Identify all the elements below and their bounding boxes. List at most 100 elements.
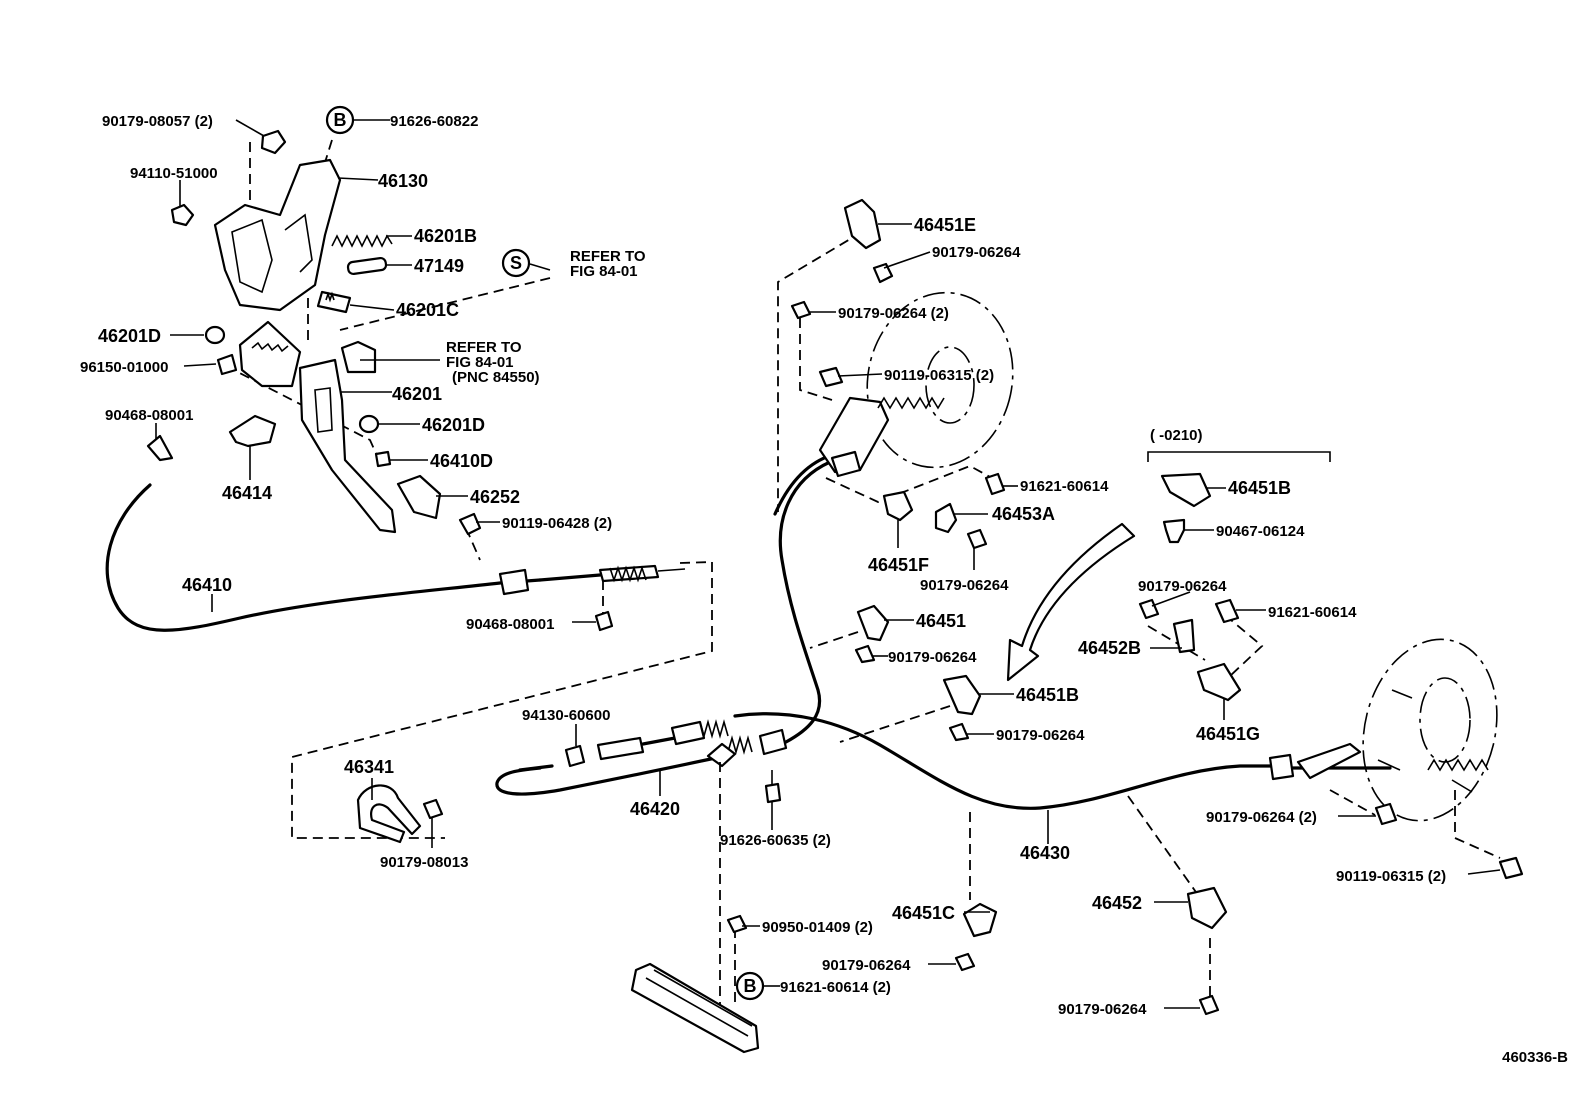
bracket-46451b-a	[942, 674, 982, 716]
cable-46420-sleeve	[596, 736, 645, 761]
cable-46410-rod	[657, 568, 686, 572]
label-46451f: 46451F	[868, 555, 929, 575]
floor-bracket	[630, 962, 760, 1054]
label-46201b: 46201B	[414, 226, 477, 246]
label-46201d-a: 46201D	[98, 326, 161, 346]
grip-46252	[396, 474, 442, 520]
cable-46420-ferrule	[706, 742, 737, 768]
dash-90119-right	[1454, 790, 1501, 859]
cable-46420-collar	[758, 728, 788, 756]
label-46420: 46420	[630, 799, 680, 819]
label-90119-06315-a: 90119-06315 (2)	[884, 367, 994, 384]
pin-46410d	[374, 450, 392, 468]
bolt-90119-06315-a	[818, 366, 844, 388]
label-90119-06315-b: 90119-06315 (2)	[1336, 868, 1446, 885]
dash-46451b	[839, 705, 951, 743]
part-labels: 90179-08057 (2) 91626-60822 94110-51000 …	[80, 113, 1568, 1066]
clip-90468-08001-b	[594, 610, 614, 632]
nut-90179-06264-g	[1374, 802, 1398, 826]
pin-46201c	[316, 290, 352, 314]
dash-46451e-up	[777, 231, 863, 512]
nut-90179-08013	[422, 798, 444, 820]
label-90179-06264-b: 90179-06264 (2)	[838, 305, 949, 322]
label-46452b: 46452B	[1078, 638, 1141, 658]
label-91626-60635: 91626-60635 (2)	[720, 832, 831, 849]
cable-equalizer	[498, 568, 530, 596]
label-91621-60614-a: 91621-60614	[1020, 478, 1109, 495]
label-refer-s-1: REFER TO	[570, 248, 646, 265]
nut-90179-06264-c	[966, 528, 988, 550]
clip-96150-01000	[216, 353, 238, 376]
circle-b-bottom-letter: B	[744, 976, 757, 996]
circle-b-top-letter: B	[334, 110, 347, 130]
label-91621-60614-b: 91621-60614	[1268, 604, 1357, 621]
bushing-46201d-a	[204, 325, 226, 345]
front-cable-end	[538, 573, 602, 582]
dash-46452	[1127, 795, 1199, 896]
screw-90467-06124	[1162, 518, 1186, 544]
backing-plate-upper-hub	[925, 346, 975, 424]
label-refer-s-2: FIG 84-01	[570, 263, 638, 280]
front-cable-46410	[105, 483, 542, 632]
circle-s-letter: S	[510, 253, 522, 273]
clip-90468-08001-a	[146, 434, 174, 462]
bracket-46452b	[1172, 618, 1196, 654]
spring-46201b	[331, 234, 393, 248]
dash-46341-top	[679, 561, 713, 564]
brake-backing-plates	[818, 291, 1498, 822]
label-90467-06124: 90467-06124	[1216, 523, 1305, 540]
dash-46452b-b	[1224, 614, 1264, 677]
label-46451g: 46451G	[1196, 724, 1260, 744]
pin-46201c-thread	[325, 291, 335, 303]
dash-90179-right	[1329, 789, 1376, 816]
upper-brake-lever	[818, 396, 890, 474]
bolt-91626-60635	[764, 782, 782, 804]
circle-callout-b-top: B	[325, 105, 355, 135]
view-arrow	[1006, 522, 1136, 682]
backing-plate-lower	[1362, 638, 1498, 822]
dash-46451	[809, 631, 859, 649]
nut-90179-06264-f	[948, 722, 970, 742]
label-46451e: 46451E	[914, 215, 976, 235]
nut-94110-51000	[170, 203, 195, 227]
label-90179-08057: 90179-08057 (2)	[102, 113, 213, 130]
label-refer-b-2: FIG 84-01	[446, 354, 514, 371]
bracket-46451b-b	[1160, 472, 1212, 508]
date-bracket	[1147, 451, 1331, 462]
floor-bracket-ribs	[645, 969, 753, 1037]
label-refer-b-3: (PNC 84550)	[452, 369, 540, 386]
label-46341: 46341	[344, 757, 394, 777]
label-46410: 46410	[182, 575, 232, 595]
cable-46420-spring-a	[699, 719, 729, 739]
label-46451b-b: 46451B	[1228, 478, 1291, 498]
circle-callout-s: S	[501, 248, 531, 278]
circle-callout-b-bottom: B	[735, 971, 765, 1001]
label-refer-b-1: REFER TO	[446, 339, 522, 356]
label-46130: 46130	[378, 171, 428, 191]
nut-90179-06264-a	[872, 262, 894, 284]
nut-90179-06264-i	[1198, 994, 1220, 1016]
nut-90179-06264-e	[1138, 598, 1160, 620]
backing-plate-upper	[866, 291, 1014, 469]
upper-lever-spring	[877, 396, 945, 410]
label-46451c: 46451C	[892, 903, 955, 923]
label-90119-06428: 90119-06428 (2)	[502, 515, 612, 532]
cable-46420-tip	[518, 764, 554, 772]
dash-46341-box	[291, 562, 713, 839]
cable-46410-spring	[609, 565, 647, 583]
nut-94130-60600	[564, 744, 586, 768]
label-46201d-b: 46201D	[422, 415, 485, 435]
label-46451b-a: 46451B	[1016, 685, 1079, 705]
dash-96150	[225, 365, 379, 459]
label-90179-06264-h: 90179-06264	[822, 957, 911, 974]
lever-arm-slot	[314, 387, 333, 433]
bracket-46451g	[1196, 662, 1242, 702]
label-46453a: 46453A	[992, 504, 1055, 524]
bracket-46414	[228, 414, 277, 448]
label-46452: 46452	[1092, 893, 1142, 913]
lower-brake-lever	[1296, 742, 1362, 780]
cover-refer-84-01	[340, 340, 377, 374]
dash-46452b-a	[1147, 625, 1206, 661]
bolt-91621-60614-a	[984, 472, 1006, 496]
